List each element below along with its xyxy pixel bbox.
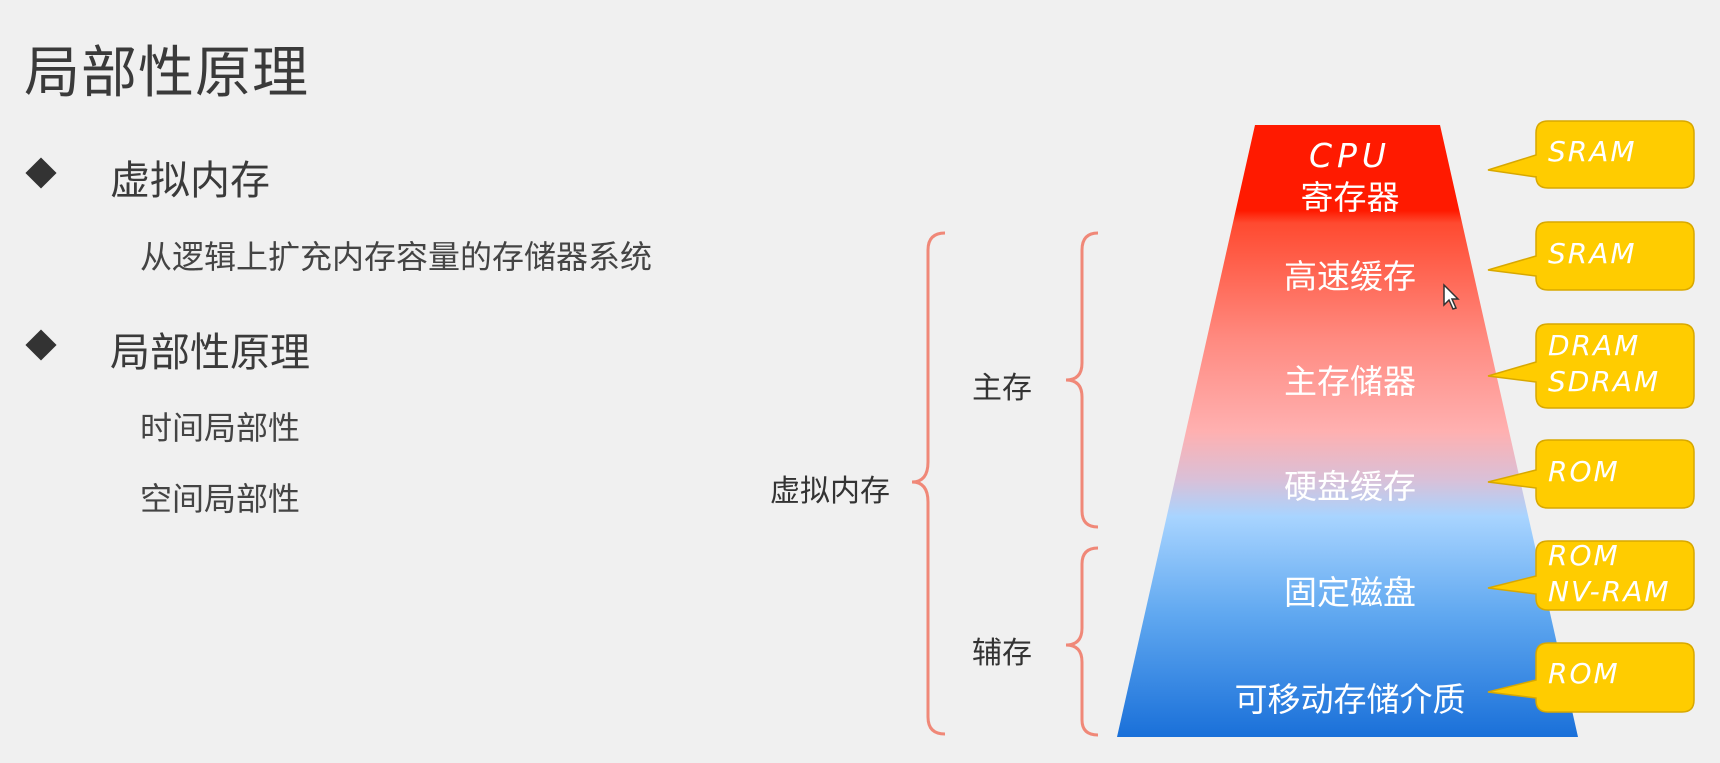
callout-rom-1 bbox=[1487, 439, 1695, 509]
heading-virtual-memory: 虚拟内存 bbox=[110, 158, 270, 204]
spatial-locality: 空间局部性 bbox=[140, 480, 301, 518]
level-main-memory-label: 主存储器 bbox=[1284, 362, 1416, 401]
virtual-memory-description: 从逻辑上扩充内存容量的存储器系统 bbox=[140, 238, 653, 276]
callout-rom-nvram bbox=[1487, 540, 1695, 611]
temporal-locality: 时间局部性 bbox=[140, 409, 301, 447]
callout-text-sram-1: SRAM bbox=[1548, 134, 1637, 170]
level-fixed-disk-label: 固定磁盘 bbox=[1284, 573, 1416, 612]
callout-text-sram-2: SRAM bbox=[1548, 236, 1637, 272]
callout-line: DRAM bbox=[1548, 329, 1641, 362]
virtual-memory-brace bbox=[911, 231, 946, 736]
mouse-cursor-icon bbox=[1443, 283, 1460, 310]
secondary-storage-label: 辅存 bbox=[972, 636, 1032, 671]
callout-dram-sdram bbox=[1487, 323, 1695, 409]
heading-locality: 局部性原理 bbox=[110, 330, 310, 376]
level-cache-label: 高速缓存 bbox=[1284, 257, 1416, 296]
callout-line: ROM bbox=[1548, 455, 1620, 488]
virtual-memory-brace-label: 虚拟内存 bbox=[770, 474, 890, 509]
level-disk-cache-label: 硬盘缓存 bbox=[1284, 467, 1416, 506]
callout-line: SDRAM bbox=[1548, 365, 1661, 398]
main-storage-label: 主存 bbox=[972, 371, 1032, 406]
pyramid-shape bbox=[1117, 125, 1578, 737]
cpu-text: CPU bbox=[1308, 136, 1392, 175]
callout-text-rom-1: ROM bbox=[1548, 454, 1620, 490]
callout-rom-2 bbox=[1487, 642, 1695, 713]
level-cpu-label: CPU 寄存器 bbox=[1180, 135, 1520, 219]
callout-line: ROM bbox=[1548, 657, 1620, 690]
secondary-storage-brace bbox=[1065, 546, 1099, 737]
callout-sram-1 bbox=[1487, 120, 1695, 189]
callout-line: SRAM bbox=[1548, 135, 1637, 168]
level-removable-media-label: 可移动存储介质 bbox=[1234, 680, 1466, 719]
main-storage-brace bbox=[1065, 231, 1099, 529]
callout-text-rom-2: ROM bbox=[1548, 656, 1620, 692]
callout-line: ROM bbox=[1548, 539, 1620, 572]
callout-sram-2 bbox=[1487, 221, 1695, 291]
callout-text-rom-nvram: ROM NV-RAM bbox=[1548, 538, 1671, 610]
callout-line: NV-RAM bbox=[1548, 575, 1671, 608]
register-text: 寄存器 bbox=[1300, 178, 1400, 217]
callout-line: SRAM bbox=[1548, 237, 1637, 270]
page-title: 局部性原理 bbox=[24, 41, 309, 106]
callout-text-dram-sdram: DRAM SDRAM bbox=[1548, 328, 1660, 400]
